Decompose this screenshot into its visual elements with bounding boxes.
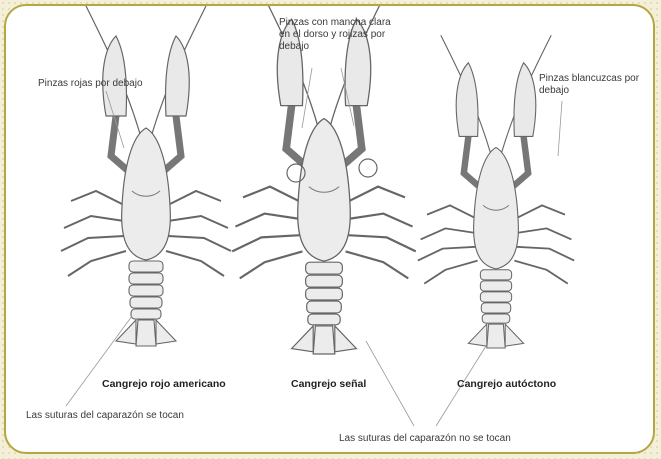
- label-red-claws: Pinzas rojas por debajo: [38, 78, 143, 90]
- diagram-panel: Pinzas rojas por debajo Pinzas con manch…: [4, 4, 655, 454]
- label-sutures-not-touch: Las suturas del caparazón no se tocan: [339, 433, 511, 445]
- crayfish-red-american: [61, 6, 231, 346]
- label-signal-claws: Pinzas con mancha clara en el dorso y ro…: [279, 17, 391, 53]
- label-whitish-claws: Pinzas blancuzcas por debajo: [539, 73, 647, 97]
- label-sutures-touch: Las suturas del caparazón se tocan: [26, 410, 184, 422]
- spot-marker-right: [359, 159, 377, 177]
- species-name-red-american: Cangrejo rojo americano: [102, 378, 226, 390]
- species-name-native: Cangrejo autóctono: [457, 378, 556, 390]
- crayfish-signal: [232, 6, 416, 354]
- species-name-signal: Cangrejo señal: [291, 378, 366, 390]
